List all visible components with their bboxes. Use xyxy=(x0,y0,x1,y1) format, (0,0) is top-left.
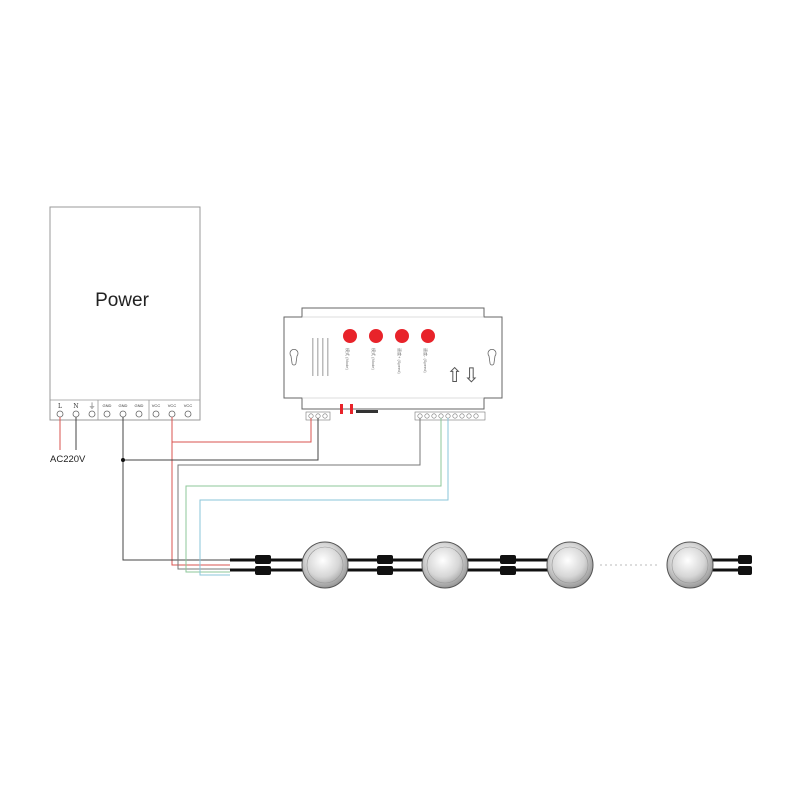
vcc-controller-wire xyxy=(172,418,312,443)
gnd-junction xyxy=(121,458,125,462)
gnd-controller-wire xyxy=(123,418,319,461)
data-wire-blue xyxy=(199,418,449,576)
mounting-hole-right xyxy=(487,348,497,366)
controller-spec-text xyxy=(312,338,329,376)
signal-gnd-wire xyxy=(177,418,421,570)
output-terminal-screw-7 xyxy=(459,413,465,419)
earth-icon: ⏚ xyxy=(89,402,96,410)
controller-button-3[interactable] xyxy=(395,329,409,343)
ac-voltage-label: AC220V xyxy=(50,454,86,465)
controller-button-1[interactable] xyxy=(343,329,357,343)
connector-3a xyxy=(500,555,516,564)
led-node-1 xyxy=(301,541,349,589)
output-terminal-screw-8 xyxy=(466,413,472,419)
connector-2b xyxy=(377,566,393,575)
led-node-3 xyxy=(546,541,594,589)
terminal-screw-vcc-2 xyxy=(168,410,176,418)
terminal-screw-l xyxy=(56,410,64,418)
output-terminal-screw-9 xyxy=(473,413,479,419)
terminal-label-gnd-2: GND xyxy=(119,403,128,408)
controller-output-terminals xyxy=(414,411,486,421)
terminal-label-gnd-3: GND xyxy=(135,403,144,408)
terminal-screw-vcc-1 xyxy=(152,410,160,418)
output-terminal-screw-1 xyxy=(417,413,423,419)
output-terminal-screw-3 xyxy=(431,413,437,419)
terminal-screw-gnd-1 xyxy=(103,410,111,418)
controller: 模式 (Mode) 模式 (Mode) 速度+ (Speed) 速度- (Spe… xyxy=(283,307,503,421)
data-wire-green xyxy=(185,418,442,573)
gnd-wire xyxy=(122,417,230,561)
controller-button-2[interactable] xyxy=(369,329,383,343)
terminal-screw-n xyxy=(72,410,80,418)
controller-terminal-screw-1 xyxy=(308,413,314,419)
up-down-arrows-icon: ⇧⇩ xyxy=(446,365,480,387)
terminal-label-gnd-1: GND xyxy=(103,403,112,408)
power-title: Power xyxy=(95,290,150,311)
output-terminal-screw-4 xyxy=(438,413,444,419)
output-terminal-screw-2 xyxy=(424,413,430,419)
controller-button-4[interactable] xyxy=(421,329,435,343)
terminal-label-vcc-3: VCC xyxy=(184,403,193,408)
terminal-screw-vcc-3 xyxy=(184,410,192,418)
connector-4a xyxy=(738,555,752,564)
controller-terminal-screw-2 xyxy=(315,413,321,419)
connector-4b xyxy=(738,566,752,575)
controller-terminal-screw-3 xyxy=(322,413,328,419)
connector-1a xyxy=(255,555,271,564)
button-label-4: 速度- (Speed) xyxy=(423,348,429,373)
terminal-label-n: N xyxy=(73,403,78,410)
power-supply: Power L N ⏚ GND GND GND VCC VCC VCC xyxy=(49,206,201,421)
vcc-wire xyxy=(171,417,230,566)
connector-2a xyxy=(377,555,393,564)
ac-input-wires: AC220V xyxy=(50,417,86,465)
dc-jack xyxy=(356,410,378,413)
terminal-screw-gnd-3 xyxy=(135,410,143,418)
red-connector-1 xyxy=(340,404,343,414)
output-terminal-screw-5 xyxy=(445,413,451,419)
connector-3b xyxy=(500,566,516,575)
led-string xyxy=(230,541,752,589)
terminal-screw-gnd-2 xyxy=(119,410,127,418)
terminal-label-l: L xyxy=(58,403,62,410)
wiring xyxy=(121,417,449,576)
red-connector-2 xyxy=(350,404,353,414)
led-node-2 xyxy=(421,541,469,589)
terminal-label-vcc-1: VCC xyxy=(152,403,161,408)
terminal-label-vcc-2: VCC xyxy=(168,403,177,408)
connector-1b xyxy=(255,566,271,575)
button-label-1: 模式 (Mode) xyxy=(345,348,351,370)
terminal-screw-earth xyxy=(88,410,96,418)
button-label-3: 速度+ (Speed) xyxy=(397,348,403,374)
led-node-4 xyxy=(666,541,714,589)
output-terminal-screw-6 xyxy=(452,413,458,419)
mounting-hole-left xyxy=(289,348,299,366)
button-label-2: 模式 (Mode) xyxy=(371,348,377,370)
power-terminal-strip: L N ⏚ GND GND GND VCC VCC VCC xyxy=(50,399,200,420)
